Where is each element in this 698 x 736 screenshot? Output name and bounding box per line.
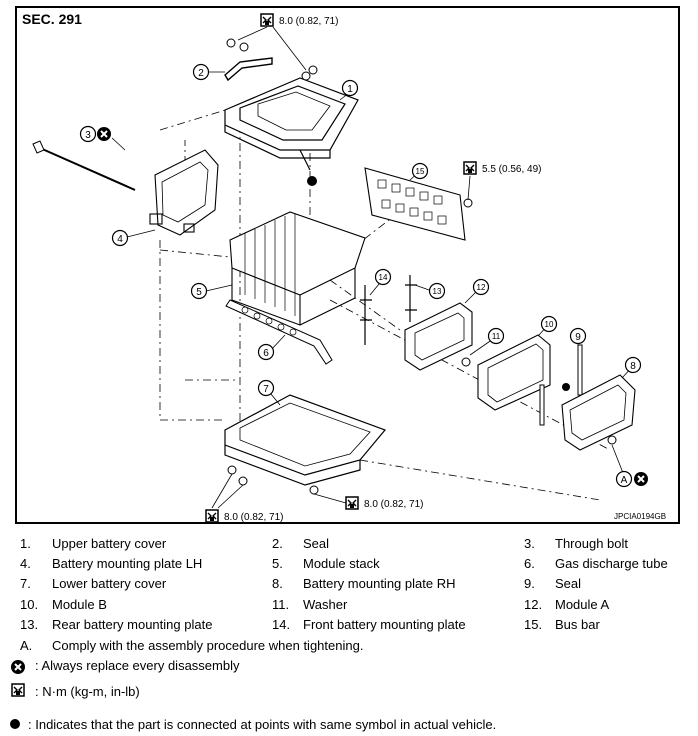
replace-icon — [10, 659, 26, 675]
leader-lines — [111, 71, 634, 479]
callout-1: 1 — [347, 84, 353, 95]
torque-bottom-mid: 8.0 (0.82, 71) — [364, 499, 423, 510]
seal-right — [539, 344, 583, 426]
rear-battery-mounting-plate — [405, 275, 417, 322]
callout-2: 2 — [198, 68, 204, 79]
connection-dot-icon — [307, 176, 317, 186]
callout-4: 4 — [117, 234, 123, 245]
callout-7: 7 — [263, 384, 269, 395]
figure-code: JPCIA0194GB — [614, 512, 667, 521]
connection-dot-icon — [562, 383, 570, 391]
torque-icon — [345, 496, 359, 510]
callout-12: 12 — [477, 283, 486, 292]
bus-bar-nut — [463, 198, 473, 208]
callout-10: 10 — [545, 320, 554, 329]
front-battery-mounting-plate — [360, 285, 372, 345]
upper-battery-cover — [224, 77, 359, 171]
section-label: SEC. 291 — [22, 11, 82, 27]
torque-icon — [205, 509, 219, 523]
torque-icon — [463, 161, 477, 175]
replace-icon — [633, 471, 649, 487]
torque-right: 5.5 (0.56, 49) — [482, 164, 541, 175]
top-nuts — [226, 38, 318, 81]
torque-top: 8.0 (0.82, 71) — [279, 16, 338, 27]
callout-a: A — [621, 475, 628, 486]
bottom-nuts — [227, 465, 319, 495]
torque-icon — [260, 13, 274, 27]
gas-discharge-tube — [225, 299, 333, 365]
torque-icon — [11, 683, 25, 697]
callout-11: 11 — [492, 332, 501, 341]
callout-6: 6 — [263, 348, 269, 359]
battery-mounting-plate-lh — [149, 149, 219, 236]
washer — [461, 357, 471, 367]
module-a — [404, 302, 473, 371]
callout-15: 15 — [416, 167, 425, 176]
torque-bottom-left: 8.0 (0.82, 71) — [224, 512, 283, 523]
bus-bar — [364, 167, 466, 241]
battery-mounting-plate-rh — [561, 374, 636, 451]
plate-rh-nut — [607, 435, 617, 445]
callout-8: 8 — [630, 361, 636, 372]
replace-icon — [96, 126, 112, 142]
lower-battery-cover — [224, 394, 387, 486]
callout-circles — [79, 63, 642, 488]
seal-top — [224, 57, 273, 82]
diagram-frame — [15, 6, 680, 524]
callout-14: 14 — [379, 273, 388, 282]
callout-13: 13 — [433, 287, 442, 296]
callout-5: 5 — [196, 287, 202, 298]
connection-dot-icon — [10, 719, 20, 729]
module-stack — [229, 211, 366, 326]
module-b — [477, 334, 551, 411]
callout-9: 9 — [575, 332, 581, 343]
through-bolt — [32, 140, 136, 191]
callout-3: 3 — [85, 130, 91, 141]
